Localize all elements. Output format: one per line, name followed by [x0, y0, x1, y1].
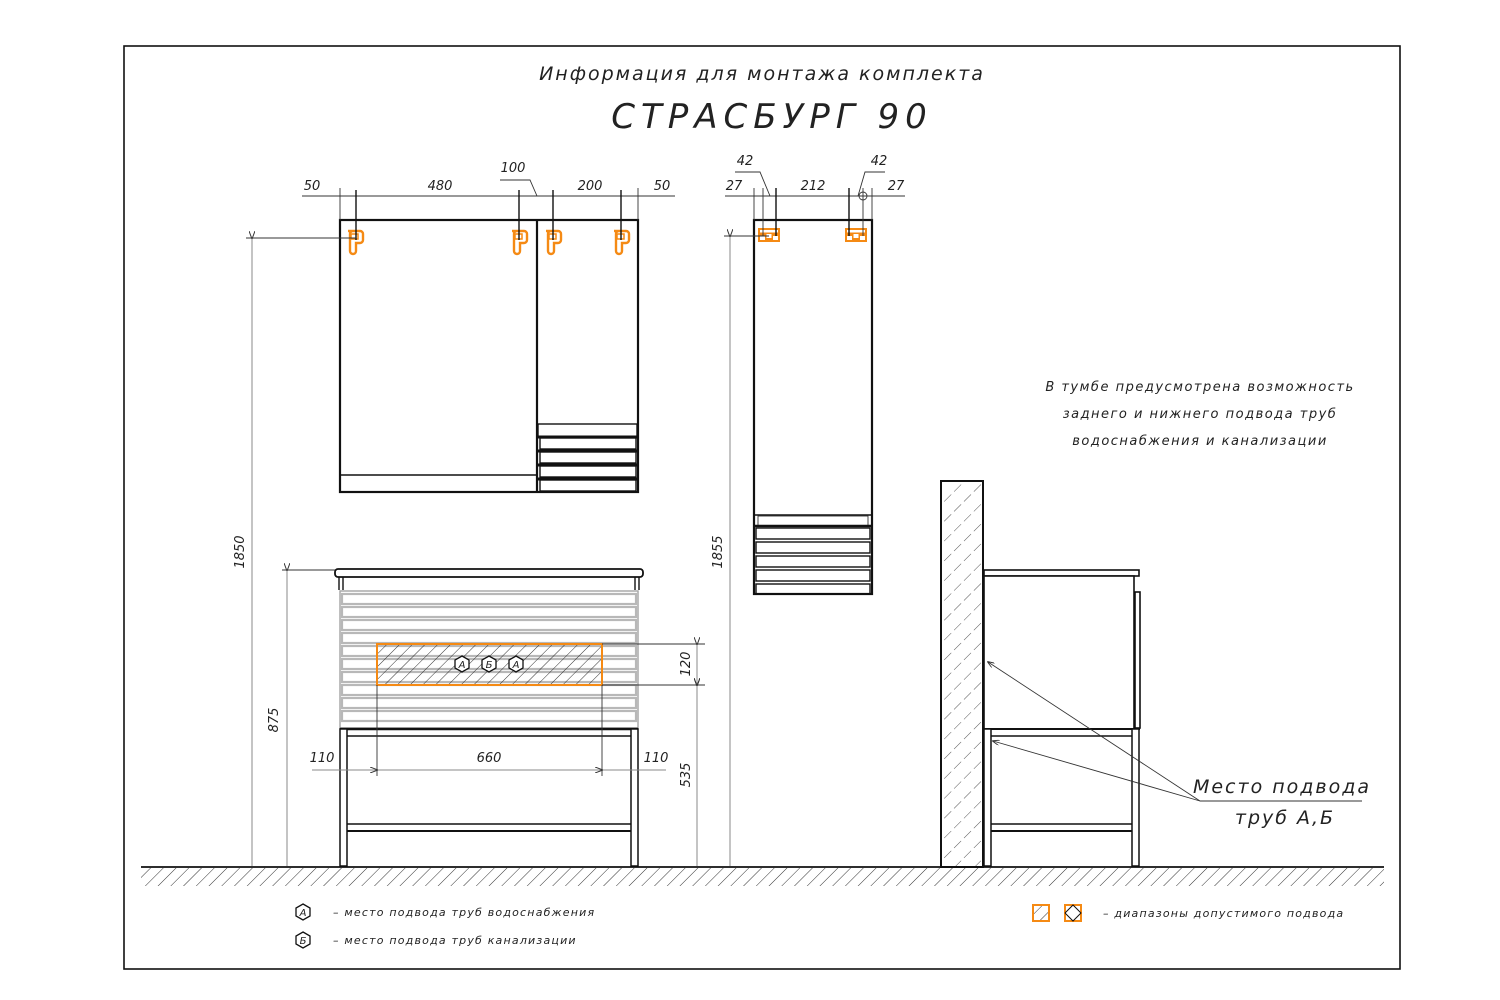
- mirror-cabinet-front: [338, 218, 640, 494]
- legend-sewage: – место подвода труб канализации: [333, 934, 577, 947]
- note-line-3: водоснабжения и канализации: [1072, 434, 1328, 449]
- note-line-2: заднего и нижнего подвода труб: [1063, 407, 1338, 422]
- floor-line: [141, 866, 1384, 886]
- drawing-subtitle: Информация для монтажа комплекта: [539, 63, 985, 85]
- dim-pencil-mount-height: 1855: [711, 535, 726, 568]
- legend-water-supply: – место подвода труб водоснабжения: [333, 906, 595, 919]
- dim-mirror-right-span: 200: [578, 179, 603, 194]
- dim-pencil-left-offset: 27: [726, 179, 743, 194]
- cross-range-icon: [1064, 904, 1082, 922]
- note-line-1: В тумбе предусмотрена возможность: [1045, 380, 1354, 395]
- marker-b: Б: [486, 660, 493, 671]
- dim-mirror-bracket-span: 480: [428, 179, 453, 194]
- dim-pencil-right-hanger: 42: [871, 154, 888, 169]
- legend-marker-a: А: [299, 908, 307, 919]
- dim-vanity-left-offset: 110: [310, 751, 335, 766]
- marker-a-right: А: [512, 660, 520, 671]
- dim-zone-bottom-height: 535: [679, 763, 694, 788]
- hatch-range-icon: [1032, 904, 1050, 922]
- wall-section: [940, 480, 984, 868]
- product-title: СТРАСБУРГ 90: [611, 97, 933, 137]
- dim-zone-height: 120: [679, 652, 694, 677]
- dim-vanity-zone-width: 660: [477, 751, 502, 766]
- dim-mirror-left-offset: 50: [304, 179, 321, 194]
- vanity-front: [334, 568, 644, 867]
- drawing-frame: [123, 45, 1401, 970]
- dim-mirror-right-offset: 50: [654, 179, 671, 194]
- dim-mirror-gap: 100: [501, 161, 526, 176]
- legend-allowed-ranges: – диапазоны допустимого подвода: [1103, 907, 1344, 920]
- marker-a-left: А: [458, 660, 466, 671]
- pencil-cabinet-front: [752, 218, 874, 596]
- dim-pencil-left-hanger: 42: [737, 154, 754, 169]
- dim-pencil-right-offset: 27: [888, 179, 905, 194]
- dim-pencil-hanger-span: 212: [801, 179, 826, 194]
- legend: [295, 903, 1082, 949]
- vanity-side-view: [983, 569, 1141, 867]
- pencil-width-dimensions: [725, 171, 905, 236]
- dim-vanity-right-offset: 110: [644, 751, 669, 766]
- callout-pipe-connection: Место подвода: [1193, 776, 1371, 798]
- mirror-width-dimensions: [302, 179, 675, 240]
- legend-marker-b: Б: [300, 936, 307, 947]
- callout-pipes-ab: труб А,Б: [1235, 807, 1335, 829]
- dim-vanity-height: 875: [267, 708, 282, 733]
- dim-mirror-mount-height: 1850: [233, 535, 248, 568]
